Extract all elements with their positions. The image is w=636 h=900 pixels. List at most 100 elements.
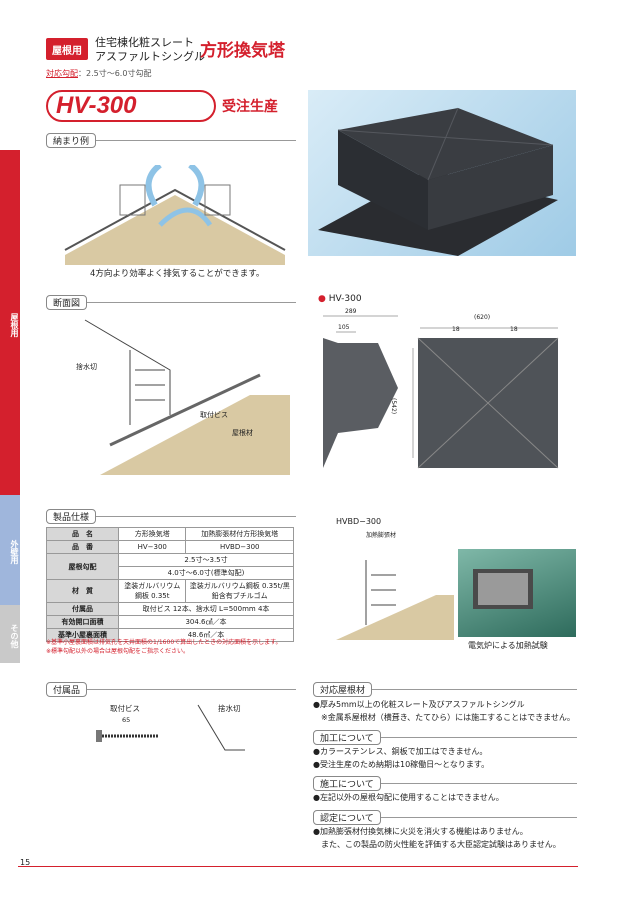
side-tab-roof[interactable]: 屋根用: [0, 150, 20, 495]
heating-test-photo: [458, 549, 576, 637]
dim-620: (620): [474, 314, 491, 321]
roof-material-text: ●厚み5mm以上の化粧スレート及びアスファルトシングル ※金属系屋根材（横葺き、た…: [313, 698, 575, 724]
pitch-label: 対応勾配: [46, 69, 78, 78]
pitch-value: ：2.5寸〜6.0寸勾配: [78, 69, 152, 78]
dim-542: (542): [390, 398, 397, 415]
processing-bullet: ●カラーステンレス、銅板で加工はできません。: [313, 747, 488, 756]
screw-icon: [96, 730, 159, 742]
cross-section-diagram: [84, 319, 290, 475]
table-cell: 4.0寸〜6.0寸(標準勾配): [118, 566, 294, 580]
processing-bullet: ●受注生産のため納期は10稼働日〜となります。: [313, 760, 490, 769]
table-cell: HVBD−300: [185, 540, 294, 554]
section-roof-material: 対応屋根材: [313, 681, 577, 697]
hvbd-diagram: [336, 560, 454, 640]
table-cell: 付属品: [46, 602, 119, 616]
table-cell: HV−300: [117, 540, 187, 554]
page-number: 15: [20, 858, 31, 867]
section-cross-section: 断面図: [46, 294, 296, 310]
table-cell: 有効開口面積: [46, 615, 119, 629]
label-roof: 屋根材: [232, 429, 253, 437]
table-cell: 取付ビス 12本、捨水切 L=500mm 4本: [118, 602, 294, 616]
page-title: 方形換気塔: [200, 41, 285, 61]
table-row: 品 名方形換気塔加熱膨張材付方形換気塔: [46, 527, 294, 541]
label-screw: 取付ビス: [200, 411, 228, 419]
certification-bullet: また、この製品の防火性能を評価する大臣認定試験はありません。: [313, 840, 561, 849]
table-cell: 304.6㎠／本: [118, 615, 294, 629]
section-accessories: 付属品: [46, 681, 296, 697]
pitch-range: 対応勾配：2.5寸〜6.0寸勾配: [46, 68, 151, 79]
label-drip: 捨水切: [76, 363, 97, 371]
dim-18-right: 18: [510, 326, 518, 333]
side-tab-label: その他: [10, 624, 19, 648]
section-construction: 施工について: [313, 775, 577, 791]
drip-flashing-icon: [197, 704, 245, 751]
roof-material-note: ※金属系屋根材（横葺き、たてひら）には施工することはできません。: [321, 713, 575, 722]
made-to-order-label: 受注生産: [222, 99, 278, 115]
dim-289: 289: [345, 308, 357, 315]
section-label: 施工について: [313, 775, 381, 791]
screw-label: 取付ビス: [110, 704, 140, 713]
table-cell: 塗装ガルバリウム鋼板 0.35t: [117, 579, 187, 603]
section-label: 対応屋根材: [313, 681, 373, 697]
product-photo: [308, 90, 576, 256]
model-badge: HV-300: [46, 90, 216, 122]
table-row: 付属品取付ビス 12本、捨水切 L=500mm 4本: [46, 602, 294, 616]
construction-text: ●左記以外の屋根勾配に使用することはできません。: [313, 793, 504, 802]
ventilator-render: [318, 107, 558, 256]
table-cell: 品 番: [46, 540, 119, 554]
section-label: 断面図: [46, 294, 88, 310]
footer-rule: [18, 866, 578, 867]
table-cell: 加熱膨張材付方形換気塔: [185, 527, 294, 541]
certification-bullet: ●加熱膨張材付換気棟に火災を消火する機能はありません。: [313, 827, 528, 836]
side-tab-label: 屋根用: [10, 312, 19, 337]
section-label: 納まり例: [46, 132, 97, 148]
section-spec: 製品仕様: [46, 508, 296, 524]
table-cell: 2.5寸〜3.5寸: [118, 553, 294, 567]
roof-material-bullet: ●厚み5mm以上の化粧スレート及びアスファルトシングル: [313, 700, 525, 709]
table-cell: 品 名: [46, 527, 119, 541]
hvbd-label: 加熱膨張材: [366, 532, 397, 539]
processing-text: ●カラーステンレス、銅板で加工はできません。 ●受注生産のため納期は10稼働日〜と…: [313, 745, 489, 771]
drip-label: 捨水切: [218, 704, 241, 713]
certification-text: ●加熱膨張材付換気棟に火災を消火する機能はありません。 また、この製品の防火性能…: [313, 825, 561, 851]
section-label: 加工について: [313, 729, 381, 745]
category-badge: 屋根用: [46, 38, 88, 60]
subtitle-line2: アスファルトシングル: [95, 50, 205, 63]
table-cell: 塗装ガルバリウム鋼板 0.35t/黒鉛含有ブチルゴム: [185, 579, 294, 603]
hvbd-title: HVBD−300: [336, 517, 382, 526]
table-cell: 基準小屋裏面積: [46, 628, 119, 642]
side-tab-other[interactable]: その他: [0, 605, 20, 663]
section-label: 付属品: [46, 681, 88, 697]
section-processing: 加工について: [313, 729, 577, 745]
spec-notes: ※基準小屋裏面積は排気孔を天井面積の1/1600で算出したときの対応面積を示しま…: [46, 638, 306, 656]
dimension-drawing: [323, 315, 559, 469]
model-number: HV-300: [56, 92, 137, 119]
subtitle-line1: 住宅棟化粧スレート: [95, 36, 194, 49]
table-cell: 方形換気塔: [117, 527, 187, 541]
section-install: 納まり例: [46, 132, 296, 148]
table-cell: 材 質: [46, 579, 119, 603]
side-tab-label: 外壁用: [10, 540, 19, 564]
drawing-title-text: HV-300: [328, 294, 362, 304]
install-diagram: [64, 165, 286, 265]
spec-note: ※標準勾配以外の場合は屋根勾配をご指示ください。: [46, 648, 190, 655]
install-caption: 4方向より効率よく排気することができます。: [90, 269, 265, 279]
product-subtitle: 住宅棟化粧スレートアスファルトシングル: [95, 36, 205, 64]
section-certification: 認定について: [313, 809, 577, 825]
photo-caption: 電気炉による加熱試験: [468, 641, 548, 650]
dim-105: 105: [338, 324, 350, 331]
screw-length: 65: [122, 716, 131, 724]
section-label: 認定について: [313, 809, 381, 825]
section-label: 製品仕様: [46, 508, 97, 524]
table-cell: 48.6㎡／本: [118, 628, 294, 642]
spec-note: ※基準小屋裏面積は排気孔を天井面積の1/1600で算出したときの対応面積を示しま…: [46, 639, 282, 646]
drawing-title: ● HV-300: [318, 294, 362, 304]
dim-18-left: 18: [452, 326, 460, 333]
side-tab-wall[interactable]: 外壁用: [0, 495, 20, 605]
table-cell: 屋根勾配: [46, 553, 119, 580]
